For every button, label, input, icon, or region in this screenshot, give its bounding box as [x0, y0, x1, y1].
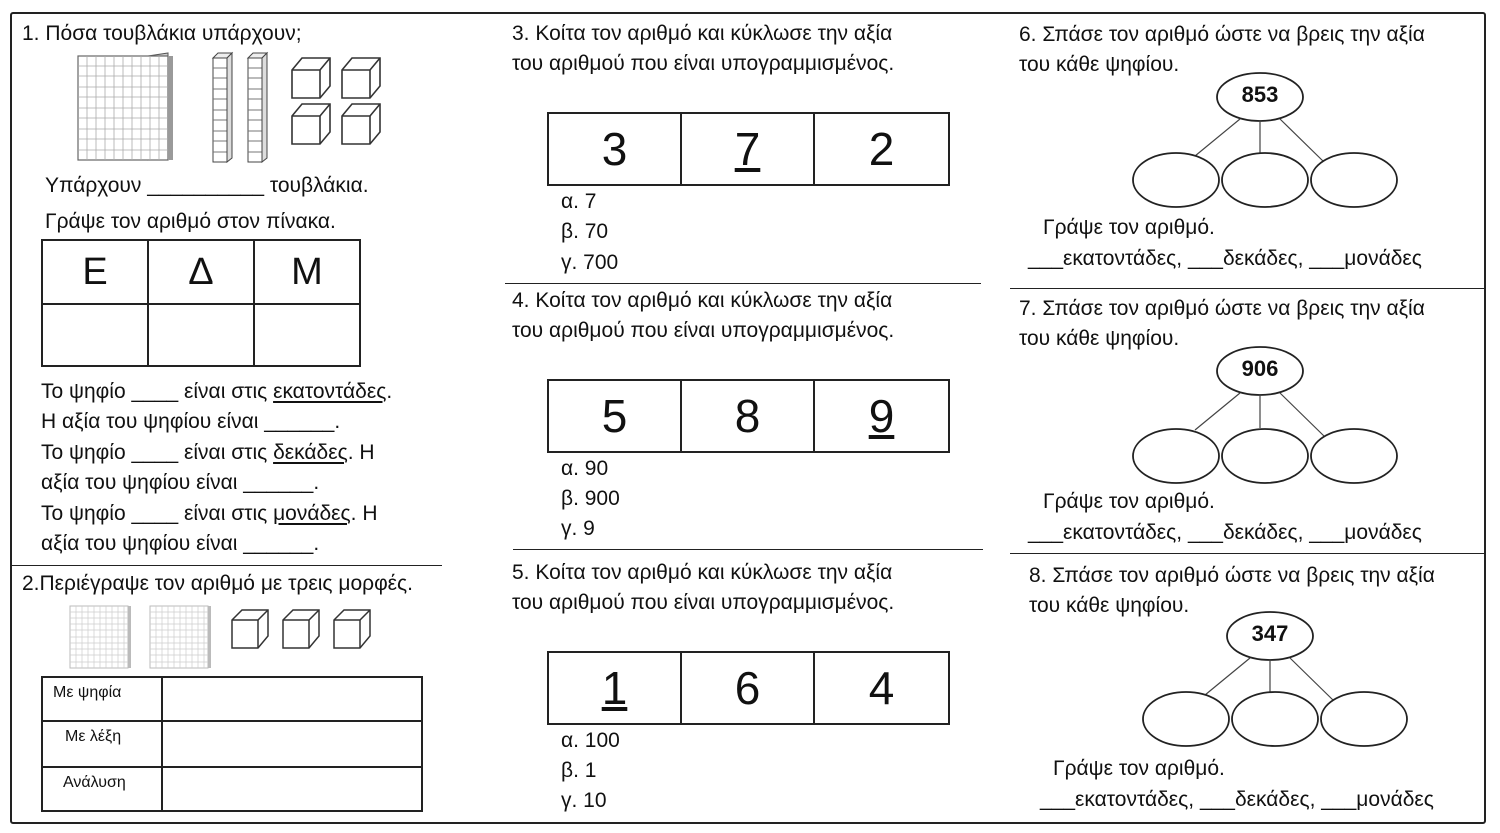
- q3-option-a[interactable]: α. 7: [561, 190, 597, 213]
- divider-q6-q7: [1010, 288, 1486, 289]
- q5-title-line1: 5. Κοίτα τον αριθμό και κύκλωσε την αξία: [512, 561, 893, 584]
- unit-cube-icon: [291, 103, 331, 145]
- q4-option-b[interactable]: β. 900: [561, 487, 620, 510]
- ten-rod-icon: [211, 51, 234, 164]
- q5-option-b[interactable]: β. 1: [561, 759, 597, 782]
- q3-option-b[interactable]: β. 70: [561, 220, 609, 243]
- base-ten-blocks-illustration: [77, 51, 381, 164]
- divider-q4-q5: [513, 549, 983, 550]
- worksheet-frame: [10, 12, 1486, 824]
- number-forms-table: Με ψηφία Με λέξη Ανάλυση: [41, 676, 423, 812]
- q1-write-number: Γράψε τον αριθμό στον πίνακα.: [45, 210, 336, 233]
- q7-title-line2: του κάθε ψηφίου.: [1019, 327, 1180, 350]
- q8-units-ellipse: [1320, 691, 1408, 747]
- q6-hundreds-ellipse: [1132, 152, 1220, 208]
- q5-digit-tens: 6: [682, 653, 815, 723]
- divider-q3-q4: [505, 283, 981, 284]
- q7-number-bond: 906: [1130, 346, 1420, 484]
- unit-cube-icon: [341, 103, 381, 145]
- q1-line3: Το ψηφίο ____ είναι στις δεκάδες. Η: [41, 441, 375, 464]
- q4-option-c[interactable]: γ. 9: [561, 517, 595, 540]
- unit-cube-icon: [291, 57, 331, 99]
- q8-number-bond: 347: [1140, 611, 1430, 747]
- q6-tens-ellipse: [1221, 152, 1309, 208]
- place-value-table: Ε Δ Μ: [41, 239, 361, 367]
- q7-hundreds-ellipse: [1132, 428, 1220, 484]
- q5-digit-hundreds-underlined: 1: [549, 653, 682, 723]
- tens-answer-cell[interactable]: [147, 303, 255, 367]
- digits-answer-cell[interactable]: [161, 676, 423, 722]
- q4-digit-hundreds: 5: [549, 381, 682, 451]
- units-answer-cell[interactable]: [253, 303, 361, 367]
- header-tens: Δ: [147, 239, 255, 305]
- q7-title-line1: 7. Σπάσε τον αριθμό ώστε να βρεις την αξ…: [1019, 297, 1425, 320]
- q6-title-line2: του κάθε ψηφίου.: [1019, 53, 1180, 76]
- q6-write: Γράψε τον αριθμό.: [1043, 216, 1215, 239]
- q7-tens-ellipse: [1221, 428, 1309, 484]
- q3-digit-hundreds: 3: [549, 114, 682, 184]
- q6-title-line1: 6. Σπάσε τον αριθμό ώστε να βρεις την αξ…: [1019, 23, 1425, 46]
- q8-title-line1: 8. Σπάσε τον αριθμό ώστε να βρεις την αξ…: [1029, 564, 1435, 587]
- q4-option-a[interactable]: α. 90: [561, 457, 609, 480]
- unit-cube-icon: [282, 609, 320, 649]
- q8-answer: ___εκατοντάδες, ___δεκάδες, ___μονάδες: [1040, 788, 1434, 811]
- q3-title-line1: 3. Κοίτα τον αριθμό και κύκλωσε την αξία: [512, 22, 893, 45]
- divider-q1-q2: [12, 565, 442, 566]
- q4-digit-boxes: 5 8 9: [547, 379, 950, 453]
- q5-option-c[interactable]: γ. 10: [561, 789, 607, 812]
- hundreds-answer-cell[interactable]: [41, 303, 149, 367]
- unit-cube-icon: [333, 609, 371, 649]
- q7-number: 906: [1241, 356, 1279, 381]
- q4-title-line1: 4. Κοίτα τον αριθμό και κύκλωσε την αξία: [512, 289, 893, 312]
- q1-there-are: Υπάρχουν __________ τουβλάκια.: [45, 174, 369, 197]
- q1-title: 1. Πόσα τουβλάκια υπάρχουν;: [22, 22, 302, 45]
- q8-number: 347: [1251, 621, 1289, 646]
- q1-line1: Το ψηφίο ____ είναι στις εκατοντάδες.: [41, 380, 393, 403]
- q4-title-line2: του αριθμού που είναι υπογραμμισμένος.: [512, 319, 895, 342]
- q3-digit-tens-underlined: 7: [682, 114, 815, 184]
- row-label-digits: Με ψηφία: [41, 676, 163, 722]
- q6-answer: ___εκατοντάδες, ___δεκάδες, ___μονάδες: [1028, 247, 1422, 270]
- q8-tens-ellipse: [1231, 691, 1319, 747]
- header-units: Μ: [253, 239, 361, 305]
- q7-answer: ___εκατοντάδες, ___δεκάδες, ___μονάδες: [1028, 521, 1422, 544]
- q7-write: Γράψε τον αριθμό.: [1043, 490, 1215, 513]
- q8-write: Γράψε τον αριθμό.: [1053, 757, 1225, 780]
- q8-title-line2: του κάθε ψηφίου.: [1029, 594, 1190, 617]
- row-label-word: Με λέξη: [41, 720, 163, 768]
- unit-cube-icon: [341, 57, 381, 99]
- q1-line6: αξία του ψηφίου είναι ______.: [41, 532, 320, 555]
- q5-digit-units: 4: [868, 662, 895, 714]
- unit-cube-icon: [231, 609, 269, 649]
- q1-line4: αξία του ψηφίου είναι ______.: [41, 471, 320, 494]
- q8-hundreds-ellipse: [1142, 691, 1230, 747]
- q6-number: 853: [1241, 82, 1279, 107]
- q3-title-line2: του αριθμού που είναι υπογραμμισμένος.: [512, 52, 895, 75]
- q4-digit-tens: 8: [682, 381, 815, 451]
- q7-units-ellipse: [1310, 428, 1398, 484]
- hundred-flat-icon: [69, 605, 131, 669]
- q3-option-c[interactable]: γ. 700: [561, 251, 619, 274]
- word-answer-cell[interactable]: [161, 720, 423, 768]
- q3-digit-units: 2: [868, 123, 895, 175]
- q2-blocks-illustration: [69, 605, 371, 669]
- q5-option-a[interactable]: α. 100: [561, 729, 620, 752]
- hundred-flat-icon: [77, 52, 173, 161]
- q6-number-bond: 853: [1130, 72, 1420, 208]
- ten-rod-icon: [246, 51, 269, 164]
- q4-digit-units-underlined: 9: [868, 390, 895, 442]
- row-label-analysis: Ανάλυση: [41, 766, 163, 812]
- analysis-answer-cell[interactable]: [161, 766, 423, 812]
- hundred-flat-icon: [149, 605, 211, 669]
- divider-q7-q8: [1010, 553, 1486, 554]
- header-hundreds: Ε: [41, 239, 149, 305]
- q3-digit-boxes: 3 7 2: [547, 112, 950, 186]
- q1-line5: Το ψηφίο ____ είναι στις μονάδες. Η: [41, 502, 378, 525]
- q6-units-ellipse: [1310, 152, 1398, 208]
- q1-line2: Η αξία του ψηφίου είναι ______.: [41, 410, 341, 433]
- q5-digit-boxes: 1 6 4: [547, 651, 950, 725]
- q5-title-line2: του αριθμού που είναι υπογραμμισμένος.: [512, 591, 895, 614]
- q2-title: 2.Περιέγραψε τον αριθμό με τρεις μορφές.: [22, 572, 414, 595]
